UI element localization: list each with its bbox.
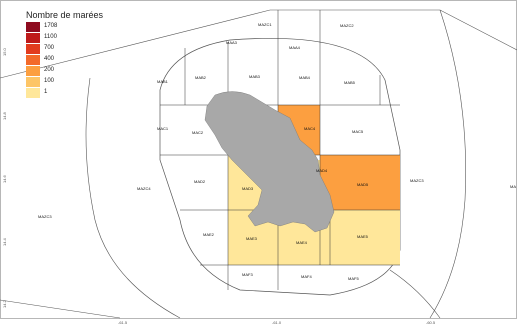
zone-label-mac1: MAC1 bbox=[157, 126, 169, 131]
zone-label-mae4: MAE4 bbox=[296, 240, 308, 245]
zone-label-mazc1: MAZC1 bbox=[258, 22, 272, 27]
zone-label-mab2: MAB2 bbox=[195, 75, 207, 80]
zone-label-mae5: MAE5 bbox=[357, 234, 369, 239]
legend-swatch bbox=[26, 33, 40, 43]
legend-swatch bbox=[26, 22, 40, 32]
zone-label-mab1: MAB1 bbox=[157, 79, 169, 84]
zone-label-mae2: MAE2 bbox=[203, 232, 215, 237]
zone-label-mac4: MAC4 bbox=[304, 126, 316, 131]
lat-label: 14.4 bbox=[2, 238, 7, 246]
lat-label: 14.8 bbox=[2, 112, 7, 120]
zone-fill-mae5 bbox=[330, 210, 400, 265]
zone-label-mazc4: MAZC4 bbox=[137, 186, 151, 191]
boundary-right bbox=[429, 9, 467, 319]
zone-label-maf5: MAF5 bbox=[348, 276, 359, 281]
zone-labels: MAZC1 MAZC2 MAA3 MAA4 MAB1 MAB2 MAB3 MAB… bbox=[38, 22, 516, 281]
martinique-island bbox=[204, 91, 335, 233]
zone-label-mazc3-west: MAZC3 bbox=[38, 214, 52, 219]
lon-label: -61.0 bbox=[272, 320, 282, 325]
lat-label: 14.2 bbox=[2, 300, 7, 308]
zone-label-maa3: MAA3 bbox=[226, 40, 238, 45]
zone-label-mab5: MAB5 bbox=[344, 80, 356, 85]
zone-label-mad4: MAD4 bbox=[316, 168, 328, 173]
legend-swatch bbox=[26, 44, 40, 54]
zone-label-mad3: MAD3 bbox=[242, 186, 254, 191]
boundary-left-2 bbox=[0, 299, 121, 319]
eez-boundaries bbox=[0, 9, 517, 319]
legend-swatch bbox=[26, 88, 40, 98]
lat-label: 15.0 bbox=[2, 48, 7, 56]
zone-label-maa4: MAA4 bbox=[289, 45, 301, 50]
zone-label-mad5: MAD5 bbox=[357, 182, 369, 187]
zone-label-ma-edge: MA bbox=[510, 184, 516, 189]
legend-label: 1100 bbox=[44, 34, 57, 40]
territorial-boundary bbox=[159, 38, 401, 296]
lon-label: -60.5 bbox=[426, 320, 436, 325]
legend-title: Nombre de marées bbox=[26, 10, 104, 20]
zone-label-mad2: MAD2 bbox=[194, 179, 206, 184]
zone-label-maf4: MAF4 bbox=[301, 274, 312, 279]
zone-label-mac2: MAC2 bbox=[192, 130, 204, 135]
zone-label-mae3: MAE3 bbox=[246, 236, 258, 241]
legend-label: 200 bbox=[44, 67, 55, 73]
lat-label: 14.6 bbox=[2, 175, 7, 183]
legend-label: 1 bbox=[44, 89, 48, 95]
zone-label-mazc2: MAZC2 bbox=[340, 23, 354, 28]
boundary-north bbox=[0, 9, 517, 79]
boundary-left-1 bbox=[85, 77, 181, 319]
lon-label: -61.5 bbox=[118, 320, 128, 325]
zone-fill-mad5 bbox=[320, 155, 400, 210]
legend-swatch bbox=[26, 55, 40, 65]
zone-label-mac5: MAC5 bbox=[352, 129, 364, 134]
boundary-lower-right bbox=[389, 269, 441, 319]
zone-label-mab3: MAB3 bbox=[249, 74, 261, 79]
legend-label: 100 bbox=[44, 78, 55, 84]
legend-label: 400 bbox=[44, 56, 55, 62]
zone-label-maf3: MAF3 bbox=[242, 272, 253, 277]
legend-label: 1708 bbox=[44, 23, 58, 29]
legend-swatch bbox=[26, 66, 40, 76]
legend-label: 700 bbox=[44, 45, 55, 51]
zone-label-mab4: MAB4 bbox=[299, 75, 311, 80]
zone-label-mazc3-east: MAZC3 bbox=[410, 178, 424, 183]
legend-swatch bbox=[26, 77, 40, 87]
